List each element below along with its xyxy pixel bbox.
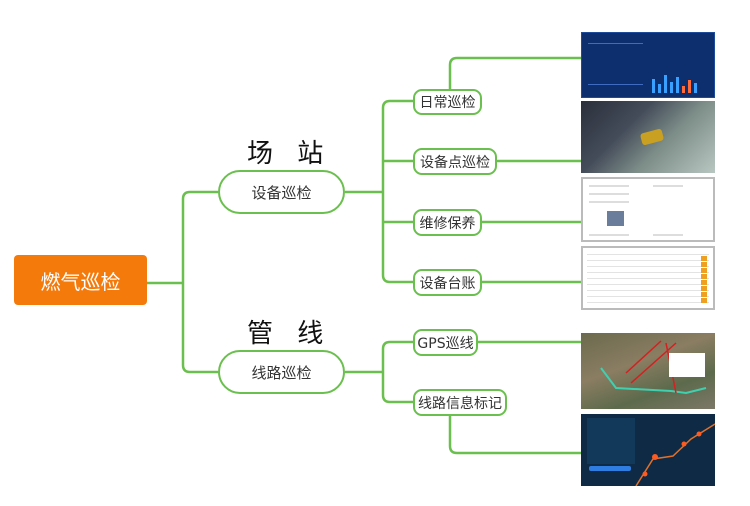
dashboard-bar (694, 83, 697, 93)
dashboard-bar (658, 84, 661, 93)
satellite-map-route-screenshot (581, 333, 715, 409)
node-label: GPS巡线 (417, 335, 474, 352)
node-line-inspection[interactable]: 线路巡检 (218, 350, 345, 394)
node-label: 设备台账 (419, 275, 476, 292)
pipeline-route-line (625, 340, 677, 394)
dashboard-bar (652, 79, 655, 93)
table-row (587, 272, 709, 273)
form-photo-thumbnail (607, 211, 624, 226)
connector-station-mid-children (383, 159, 413, 224)
form-line (589, 193, 629, 195)
handheld-device-photo (581, 101, 715, 173)
table-row (587, 254, 709, 255)
row-tag (701, 292, 707, 297)
form-line (653, 185, 683, 187)
handheld-device (639, 128, 665, 146)
table-row (587, 278, 709, 279)
marker-icon (681, 441, 687, 447)
node-label: 设备巡检 (251, 183, 312, 202)
row-tag (701, 274, 707, 279)
patrol-route-line (600, 367, 707, 395)
table-row (587, 302, 709, 303)
table-row (587, 296, 709, 297)
node-equipment-point-inspection[interactable]: 设备点巡检 (413, 148, 497, 175)
marker-icon (642, 471, 648, 477)
connector-station-children (381, 99, 413, 284)
map-route-graphic (600, 340, 707, 395)
dashboard-panel (588, 43, 643, 85)
panel-button (589, 466, 631, 471)
row-tag (701, 256, 707, 261)
maintenance-form-screenshot (581, 177, 715, 242)
station-header: 场 站 (247, 139, 332, 169)
dashboard-bar (682, 86, 685, 93)
connector-img-6 (448, 415, 581, 455)
node-maintenance[interactable]: 维修保养 (413, 209, 482, 236)
info-panel (587, 418, 635, 464)
table-row (587, 284, 709, 285)
equipment-ledger-table-screenshot (581, 246, 715, 310)
node-daily-inspection[interactable]: 日常巡检 (413, 89, 482, 115)
node-equipment-ledger[interactable]: 设备台账 (413, 269, 482, 296)
node-label: 维修保养 (419, 215, 476, 232)
marker-icon (652, 454, 658, 460)
node-label: 设备点巡检 (420, 154, 490, 171)
pipeline-map-markers-screenshot (581, 414, 715, 486)
root-label: 燃气巡检 (40, 269, 121, 294)
marker-icon (696, 431, 702, 437)
node-label: 线路巡检 (251, 363, 312, 382)
dashboard-screenshot (581, 32, 715, 98)
dashboard-bar (688, 80, 691, 93)
root-node[interactable]: 燃气巡检 (14, 255, 147, 305)
dashboard-bar (676, 77, 679, 93)
form-line (653, 234, 683, 236)
row-tag (701, 286, 707, 291)
row-tag (701, 280, 707, 285)
connector-img-1 (448, 56, 581, 90)
node-line-info-marking[interactable]: 线路信息标记 (413, 389, 507, 416)
dashboard-bar (670, 82, 673, 93)
pipeline-header: 管 线 (247, 319, 332, 349)
map-info-popup (669, 353, 705, 377)
row-tag (701, 268, 707, 273)
node-equipment-inspection[interactable]: 设备巡检 (218, 170, 345, 214)
pipeline-marker-graphic (587, 418, 715, 486)
form-line (589, 185, 629, 187)
form-line (589, 234, 629, 236)
node-label: 线路信息标记 (418, 395, 502, 412)
dashboard-bar (664, 75, 667, 93)
node-gps-patrol[interactable]: GPS巡线 (413, 329, 478, 356)
row-tag (701, 262, 707, 267)
connector-pipeline-children (381, 340, 413, 404)
row-tag (701, 298, 707, 303)
form-line (589, 201, 629, 203)
connector-trunk (181, 190, 218, 374)
table-row (587, 260, 709, 261)
node-label: 日常巡检 (419, 95, 476, 111)
pipeline-line (635, 423, 715, 486)
table-row (587, 290, 709, 291)
table-row (587, 266, 709, 267)
